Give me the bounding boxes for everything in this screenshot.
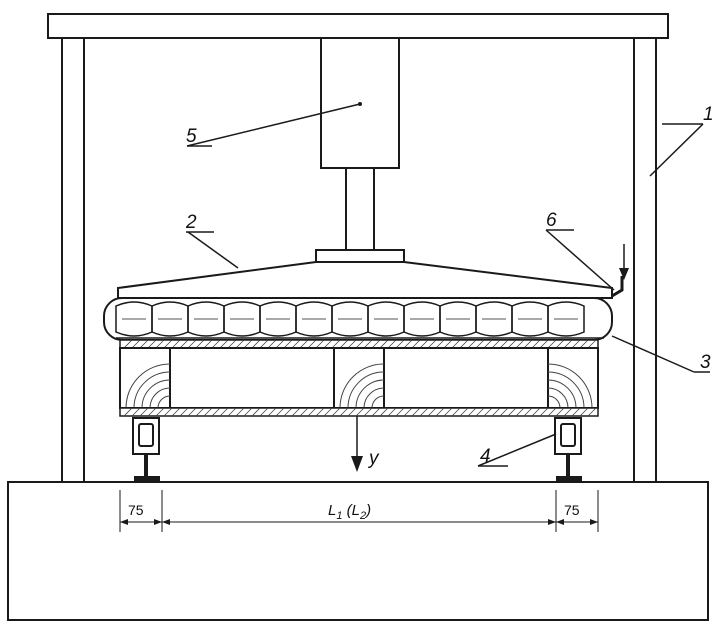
dimension-right-edge: 75 (564, 502, 580, 518)
callout-3: 3 (700, 352, 711, 373)
callout-leaders (186, 102, 710, 467)
deflection-label: y (367, 448, 380, 469)
mattress (103, 297, 613, 341)
frame-top-beam (47, 13, 669, 39)
wooden-base (119, 347, 599, 409)
dimension-left-edge: 75 (128, 502, 144, 518)
frame-right-column (633, 37, 657, 483)
deflection-probe (611, 244, 629, 298)
slat-strip-bottom (119, 407, 599, 417)
dimension-lines (119, 490, 599, 532)
loading-pad (117, 261, 613, 299)
callout-1: 1 (703, 104, 714, 125)
slat-strip-top (119, 339, 599, 349)
frame-left-column (61, 37, 85, 483)
actuator-rod (345, 167, 375, 253)
callout-2: 2 (185, 212, 197, 233)
dimension-span: L1 (L2) (328, 502, 371, 522)
actuator (315, 37, 405, 263)
callout-4: 4 (480, 446, 491, 467)
timber-block-left (119, 347, 171, 409)
support-left (132, 417, 160, 482)
base-block (7, 481, 709, 621)
callout-6: 6 (546, 210, 557, 231)
mattress-tufts (115, 301, 585, 337)
deflection-arrow (351, 416, 363, 472)
frame (47, 13, 669, 483)
actuator-flange (315, 249, 405, 263)
support-right (554, 417, 582, 482)
callout-5: 5 (186, 126, 197, 147)
